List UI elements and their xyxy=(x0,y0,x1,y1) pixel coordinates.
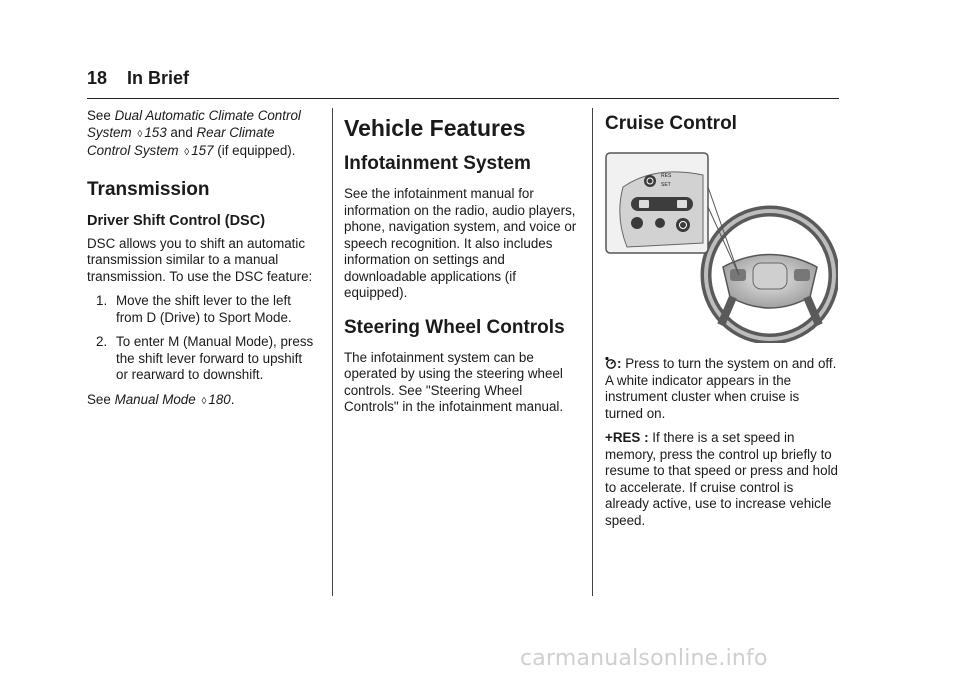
column-divider-2 xyxy=(592,108,593,596)
column-divider-1 xyxy=(332,108,333,596)
cruise-controls-inset: RES SET xyxy=(605,152,709,254)
chapter-heading: Vehicle Features xyxy=(344,115,526,141)
page-ref-icon: ◊ xyxy=(184,147,190,158)
steering-wheel-figure: RES SET xyxy=(605,147,840,345)
infotainment-heading: Infotainment System xyxy=(344,153,531,174)
page-ref-icon: ◊ xyxy=(201,395,207,407)
page-ref-icon: ◊ xyxy=(137,128,143,140)
page-ref-153[interactable]: 153 xyxy=(144,124,167,140)
climate-control-link[interactable]: Dual Automatic Climate Control System xyxy=(87,108,301,140)
steering-wheel-illustration xyxy=(700,205,840,345)
res-label: RES xyxy=(661,173,672,179)
set-label: SET xyxy=(661,182,671,188)
header-rule xyxy=(87,98,839,99)
section-title: In Brief xyxy=(127,68,190,88)
manual-mode-link[interactable]: Manual Mode xyxy=(114,391,196,407)
list-item: 1. Move the shift lever to the left from… xyxy=(96,293,292,325)
cruise-descriptions: : Press to turn the system on and off. A… xyxy=(605,356,840,537)
onoff-description: : Press to turn the system on and off. A… xyxy=(605,356,837,421)
infotainment-text: See the infotainment manual for informat… xyxy=(344,186,577,300)
list-item: 2. To enter M (Manual Mode), press the s… xyxy=(96,334,314,382)
column-left: See Dual Automatic Climate Control Syste… xyxy=(87,108,317,418)
dsc-steps: 1. Move the shift lever to the left from… xyxy=(87,293,317,384)
page-ref-157[interactable]: 157 xyxy=(191,143,214,158)
page-header: 18 In Brief xyxy=(87,66,839,99)
column-middle: Vehicle Features Infotainment System See… xyxy=(344,108,579,424)
page-ref-180[interactable]: 180 xyxy=(208,391,231,407)
rear-climate-link[interactable]: Rear Climate Control System xyxy=(87,124,275,159)
manual-mode-reference: See Manual Mode ◊180. xyxy=(87,391,235,407)
dsc-heading: Driver Shift Control (DSC) xyxy=(87,212,266,229)
cruise-heading: Cruise Control xyxy=(605,113,737,134)
cruise-control-icon xyxy=(605,356,617,370)
steering-heading: Steering Wheel Controls xyxy=(344,316,565,338)
page-number: 18 xyxy=(87,68,108,88)
steering-text: The infotainment system can be operated … xyxy=(344,349,564,415)
transmission-heading: Transmission xyxy=(87,178,210,200)
dsc-text: DSC allows you to shift an automatic tra… xyxy=(87,235,313,284)
res-description: +RES : If there is a set speed in memory… xyxy=(605,430,838,528)
column-right: Cruise Control : Press to turn the syste… xyxy=(605,108,840,528)
watermark: carmanualsonline.info xyxy=(520,646,768,671)
climate-reference: See Dual Automatic Climate Control Syste… xyxy=(87,108,301,159)
